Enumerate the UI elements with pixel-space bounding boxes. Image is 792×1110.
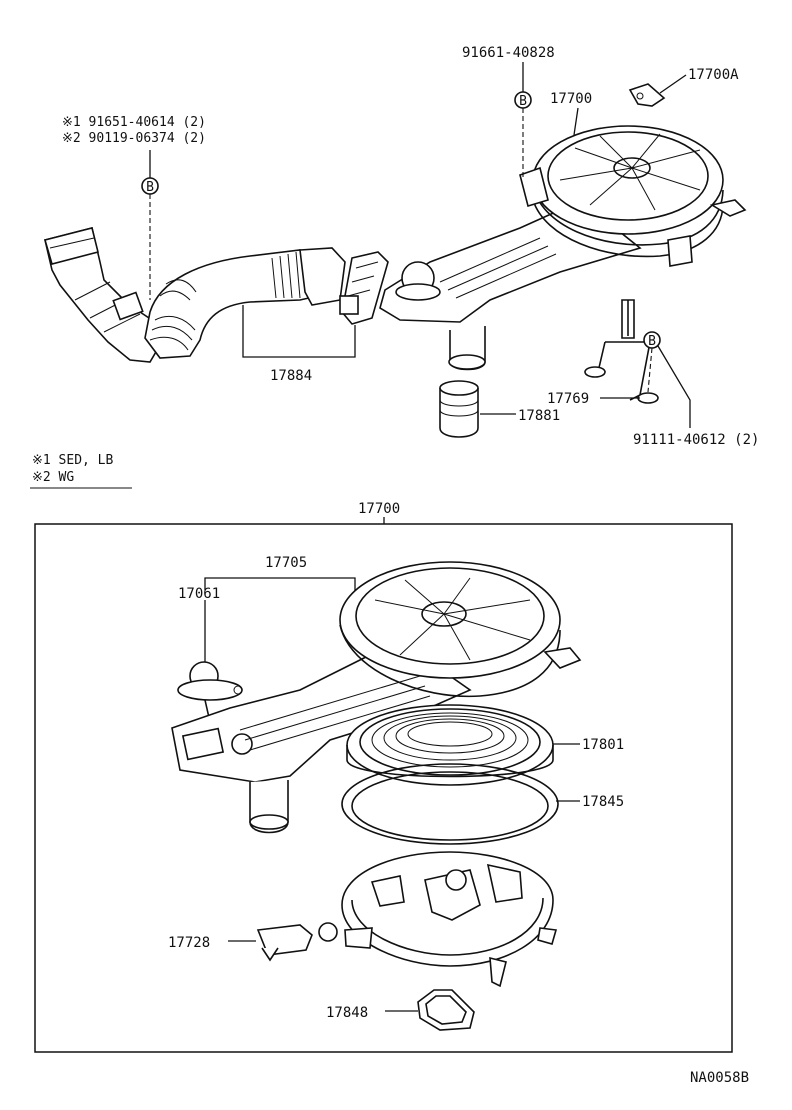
label-91111-40612: 91111-40612 (2) [633,432,759,448]
assembly-frame [34,523,733,1053]
label-17884: 17884 [270,368,312,384]
sleeve-17881 [439,380,479,438]
sensor-17061 [177,661,243,723]
label-91661-40828: 91661-40828 [462,45,555,61]
clip-17700a [628,83,666,107]
legend-line-1: ※1 SED, LB [32,453,114,468]
air-cleaner-lower-case [341,851,558,988]
label-17801: 17801 [582,737,624,753]
bracket-17769 [584,299,659,404]
note-line-1: ※1 91651-40614 (2) [62,115,206,130]
legend-line-2: ※2 WG [32,470,74,485]
note-line-2: ※2 90119-06374 (2) [62,131,206,146]
intake-hose [144,247,346,359]
diagram-code: NA0058B [690,1070,749,1086]
label-17061: 17061 [178,586,220,602]
bolt-symbol-right-label: B [648,334,656,349]
label-17700-top: 17700 [550,91,592,107]
label-17881: 17881 [518,408,560,424]
duct-connector [339,251,389,325]
leader-17700a [659,74,687,94]
intake-duct-elbow [44,227,161,363]
leader-17884-bracket [242,305,356,358]
leader-17705-bracket [204,577,356,608]
seal-17848 [417,989,475,1031]
leader-17700-top [573,107,579,136]
label-17845: 17845 [582,794,624,810]
label-17705: 17705 [265,555,307,571]
gasket-17845 [341,763,559,845]
label-17848: 17848 [326,1005,368,1021]
dashed-leader-right [647,347,653,393]
label-17769: 17769 [547,391,589,407]
label-17700-box: 17700 [358,501,400,517]
air-cleaner-assembly-top [379,125,747,371]
leader-91111 [657,345,691,428]
filter-element-17801 [346,704,554,786]
air-cleaner-cap-17705 [171,561,582,834]
label-17700a: 17700A [688,67,739,83]
valve-17728 [256,922,338,962]
bolt-symbol-left-label: B [146,180,154,195]
label-17728: 17728 [168,935,210,951]
bolt-symbol-top-label: B [519,94,527,109]
